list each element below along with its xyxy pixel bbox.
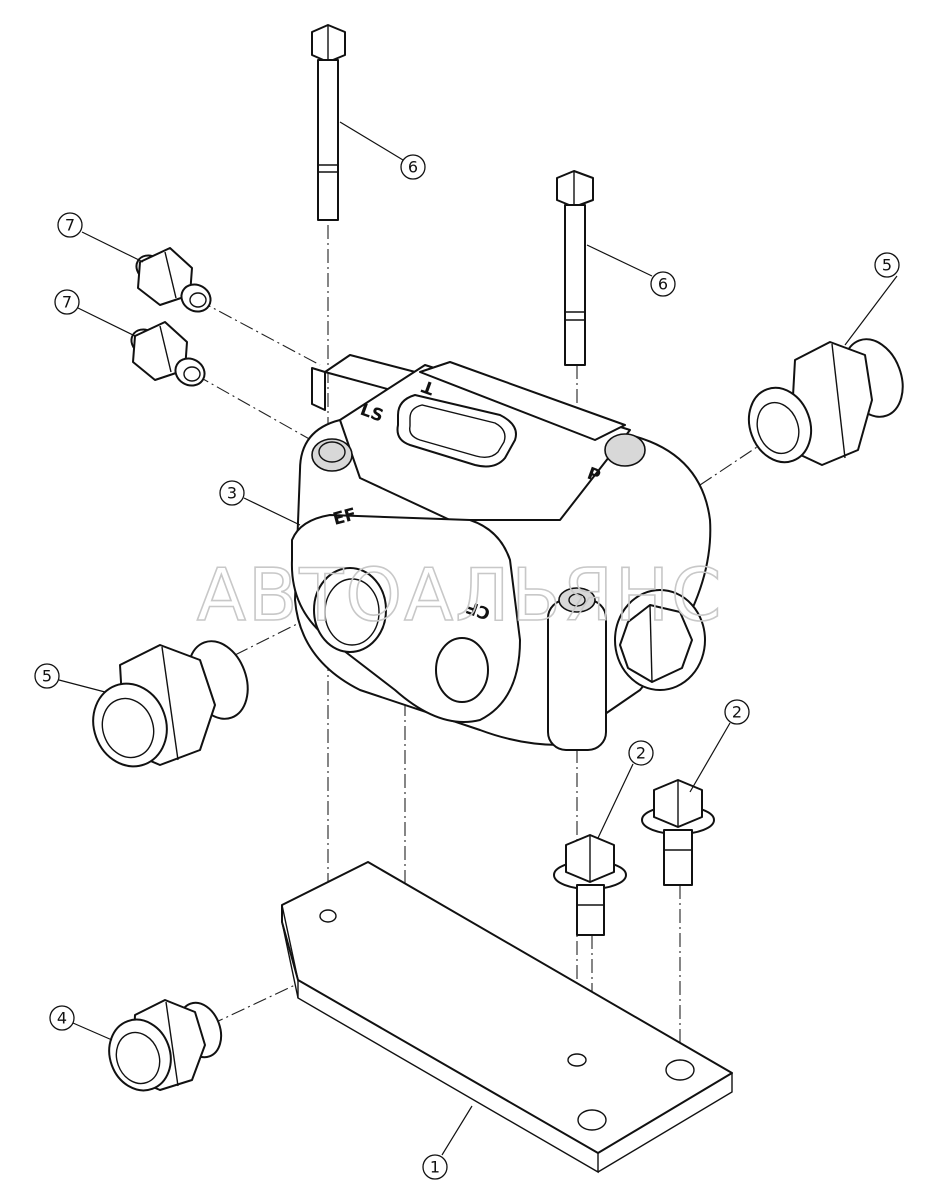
flange-bolt-right [641,779,715,886]
callout-2-right: 2 [724,699,750,725]
callout-6-upper-label: 6 [408,158,418,177]
callout-5-left: 5 [34,663,60,689]
callout-4: 4 [49,1005,75,1031]
callout-7-upper-label: 7 [65,216,75,235]
small-fitting-upper [135,247,212,313]
callout-1-label: 1 [430,1158,440,1177]
callout-7-lower-label: 7 [62,293,72,312]
long-bolt-right [556,170,594,366]
large-fitting-right [747,338,904,466]
callout-7-upper: 7 [57,212,83,238]
callout-5-right: 5 [874,252,900,278]
long-bolt-left [311,24,346,221]
callout-3-label: 3 [227,484,237,503]
callout-3: 3 [219,480,245,506]
callout-1: 1 [422,1154,448,1180]
callout-2-left: 2 [628,740,654,766]
base-plate [281,861,733,1174]
callout-6-lower-label: 6 [658,275,668,294]
leader-lines [58,121,898,1156]
callout-6-upper: 6 [400,154,426,180]
large-fitting-left [92,640,249,768]
callout-2-left-label: 2 [636,744,646,763]
fitting-lower-left [108,999,223,1092]
callout-2-right-label: 2 [732,703,742,722]
callout-5-left-label: 5 [42,667,52,686]
small-fitting-lower [130,321,206,387]
callout-6-lower: 6 [650,271,676,297]
callout-7-lower: 7 [54,289,80,315]
callout-4-label: 4 [57,1009,67,1028]
flange-bolt-left [553,834,627,936]
valve-body [290,354,712,751]
callout-5-right-label: 5 [882,256,892,275]
watermark-text: АВТОАЛЬЯНС [197,553,724,637]
